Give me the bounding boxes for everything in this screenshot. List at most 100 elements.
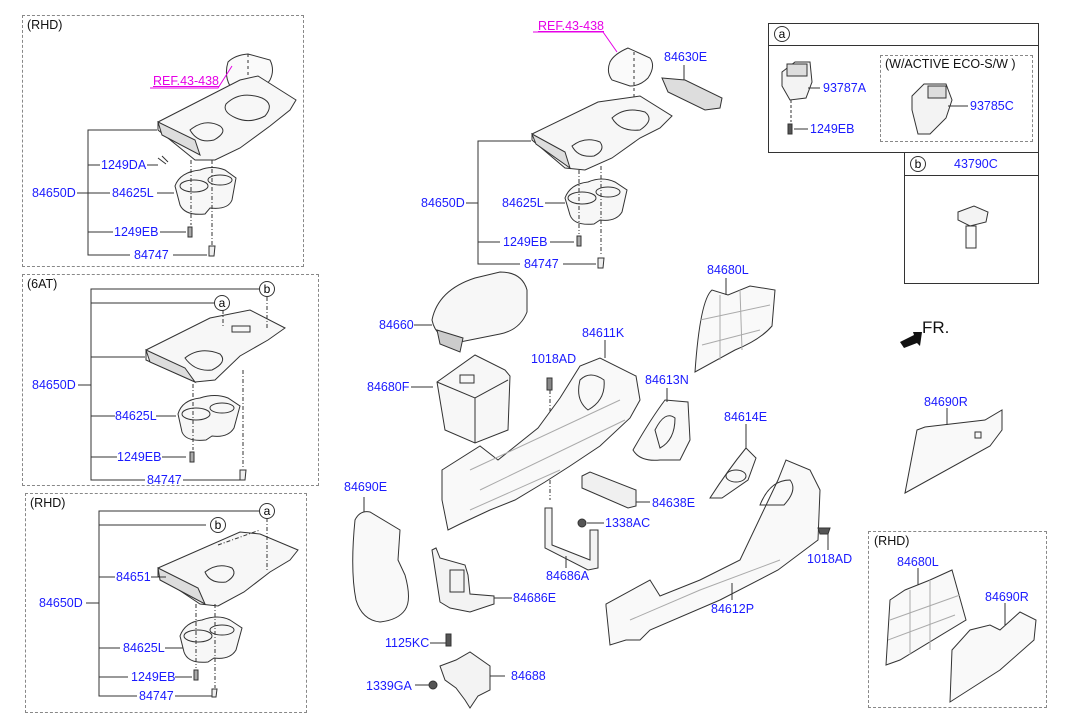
6at-title: (6AT) xyxy=(27,277,58,291)
ref-link-main[interactable]: REF.43-438 xyxy=(538,19,605,33)
label-84650D-main[interactable]: 84650D xyxy=(421,196,465,210)
label-84680F[interactable]: 84680F xyxy=(367,380,410,394)
shift-boot-main xyxy=(607,47,654,108)
callout-b-inset: b xyxy=(910,156,926,172)
console-upper-panel-rhd-top xyxy=(157,75,297,161)
side-panel-84690R-rhd xyxy=(949,611,1037,703)
console-upper-panel-6at xyxy=(145,309,286,384)
label-1249EB-inset[interactable]: 1249EB xyxy=(810,122,855,136)
callout-a-6at: a xyxy=(214,295,230,311)
rhd-top-title: (RHD) xyxy=(27,18,63,32)
label-84625L-6at[interactable]: 84625L xyxy=(115,409,157,423)
side-panel-84680L xyxy=(694,285,776,373)
label-1249EB-main[interactable]: 1249EB xyxy=(503,235,548,249)
inset-b-panel xyxy=(904,152,1039,284)
rhd-bottom-title: (RHD) xyxy=(30,496,66,510)
bolt-1018AD-side xyxy=(817,527,831,535)
rhd-right-title: (RHD) xyxy=(874,534,910,548)
label-84660[interactable]: 84660 xyxy=(379,318,414,332)
callout-a-inset: a xyxy=(774,26,790,42)
clip-43790C xyxy=(957,205,989,249)
label-1249EB-6at[interactable]: 1249EB xyxy=(117,450,162,464)
bracket-84614E xyxy=(709,447,757,499)
label-1249EB-rhd-top[interactable]: 1249EB xyxy=(114,225,159,239)
side-panel-84690R xyxy=(904,409,1003,494)
console-box-84680F xyxy=(436,354,511,444)
label-84614E[interactable]: 84614E xyxy=(724,410,768,424)
bolt-1125KC xyxy=(445,633,452,647)
armrest-84660 xyxy=(431,271,528,353)
label-84611K[interactable]: 84611K xyxy=(582,326,625,340)
side-panel-84680L-rhd xyxy=(885,569,967,666)
label-84613N[interactable]: 84613N xyxy=(645,373,689,387)
bracket-84686E xyxy=(431,547,495,613)
label-84638E[interactable]: 84638E xyxy=(652,496,696,510)
ref-link-top-left[interactable]: REF.43-438 xyxy=(153,74,220,88)
bracket-84613N xyxy=(632,399,691,461)
label-84630E[interactable]: 84630E xyxy=(664,50,708,64)
label-1018AD-side[interactable]: 1018AD xyxy=(807,552,853,566)
6at-panel xyxy=(22,274,319,486)
label-1018AD-top[interactable]: 1018AD xyxy=(531,352,577,366)
callout-b-rhd-bottom: b xyxy=(210,517,226,533)
label-1249EB-rhd-bottom[interactable]: 1249EB xyxy=(131,670,176,684)
console-upper-panel-rhd-bottom xyxy=(157,531,299,607)
cover-plate-84638E xyxy=(581,471,637,509)
label-84680L[interactable]: 84680L xyxy=(707,263,749,277)
console-side-left-84611K xyxy=(441,357,641,531)
label-84747-rhd-top[interactable]: 84747 xyxy=(134,248,169,262)
label-84650D-rhd-top[interactable]: 84650D xyxy=(32,186,76,200)
label-84680L-rhd[interactable]: 84680L xyxy=(897,555,939,569)
label-1249DA[interactable]: 1249DA xyxy=(101,158,147,172)
bracket-84686A xyxy=(544,507,599,571)
inset-a-header xyxy=(768,23,1039,46)
label-84747-6at[interactable]: 84747 xyxy=(147,473,182,487)
label-84690E[interactable]: 84690E xyxy=(344,480,388,494)
ref-leader-main xyxy=(533,31,618,53)
nut-1339GA xyxy=(428,680,438,690)
label-84686A[interactable]: 84686A xyxy=(546,569,590,583)
nut-1338AC xyxy=(577,518,587,528)
eco-switch-box xyxy=(880,55,1033,142)
label-84651[interactable]: 84651 xyxy=(116,570,151,584)
console-upper-panel-main xyxy=(531,95,673,171)
label-93787A[interactable]: 93787A xyxy=(823,81,867,95)
label-1339GA[interactable]: 1339GA xyxy=(366,679,412,693)
cup-holder-main xyxy=(564,178,628,225)
label-84650D-rhd-bottom[interactable]: 84650D xyxy=(39,596,83,610)
switch-93785C xyxy=(911,83,953,135)
callout-a-rhd-bottom: a xyxy=(259,503,275,519)
label-84650D-6at[interactable]: 84650D xyxy=(32,378,76,392)
callout-b-6at: b xyxy=(259,281,275,297)
label-93785C[interactable]: 93785C xyxy=(970,99,1014,113)
label-84625L-rhd-bottom[interactable]: 84625L xyxy=(123,641,165,655)
label-1125KC[interactable]: 1125KC xyxy=(385,636,430,650)
label-84690R-rhd[interactable]: 84690R xyxy=(985,590,1029,604)
label-1338AC[interactable]: 1338AC xyxy=(605,516,651,530)
inset-a-panel xyxy=(768,23,1039,153)
cover-84630E xyxy=(661,77,723,111)
inset-b-header xyxy=(904,152,1039,176)
label-84625L-main[interactable]: 84625L xyxy=(502,196,544,210)
bolt-1018AD-top xyxy=(546,377,553,391)
eco-switch-title: (W/ACTIVE ECO-S/W ) xyxy=(885,57,1016,71)
label-84625L-rhd-top[interactable]: 84625L xyxy=(112,186,154,200)
bracket-84688 xyxy=(439,651,491,709)
label-84747-main[interactable]: 84747 xyxy=(524,257,559,271)
label-84686E[interactable]: 84686E xyxy=(513,591,557,605)
label-43790C[interactable]: 43790C xyxy=(954,157,998,171)
rhd-bottom-panel xyxy=(25,493,307,713)
rhd-top-panel xyxy=(22,15,304,267)
label-84612P[interactable]: 84612P xyxy=(711,602,755,616)
rhd-right-panel xyxy=(868,531,1047,708)
switch-93787A xyxy=(781,61,813,101)
ref-leader-top-left xyxy=(150,65,233,89)
label-84747-rhd-bottom[interactable]: 84747 xyxy=(139,689,174,703)
rear-cover-84690E xyxy=(352,511,409,623)
console-side-right-84612P xyxy=(605,459,821,646)
label-84688[interactable]: 84688 xyxy=(511,669,546,683)
cup-holder-rhd-top xyxy=(174,167,237,215)
label-84690R[interactable]: 84690R xyxy=(924,395,968,409)
front-direction-arrow xyxy=(900,332,922,348)
